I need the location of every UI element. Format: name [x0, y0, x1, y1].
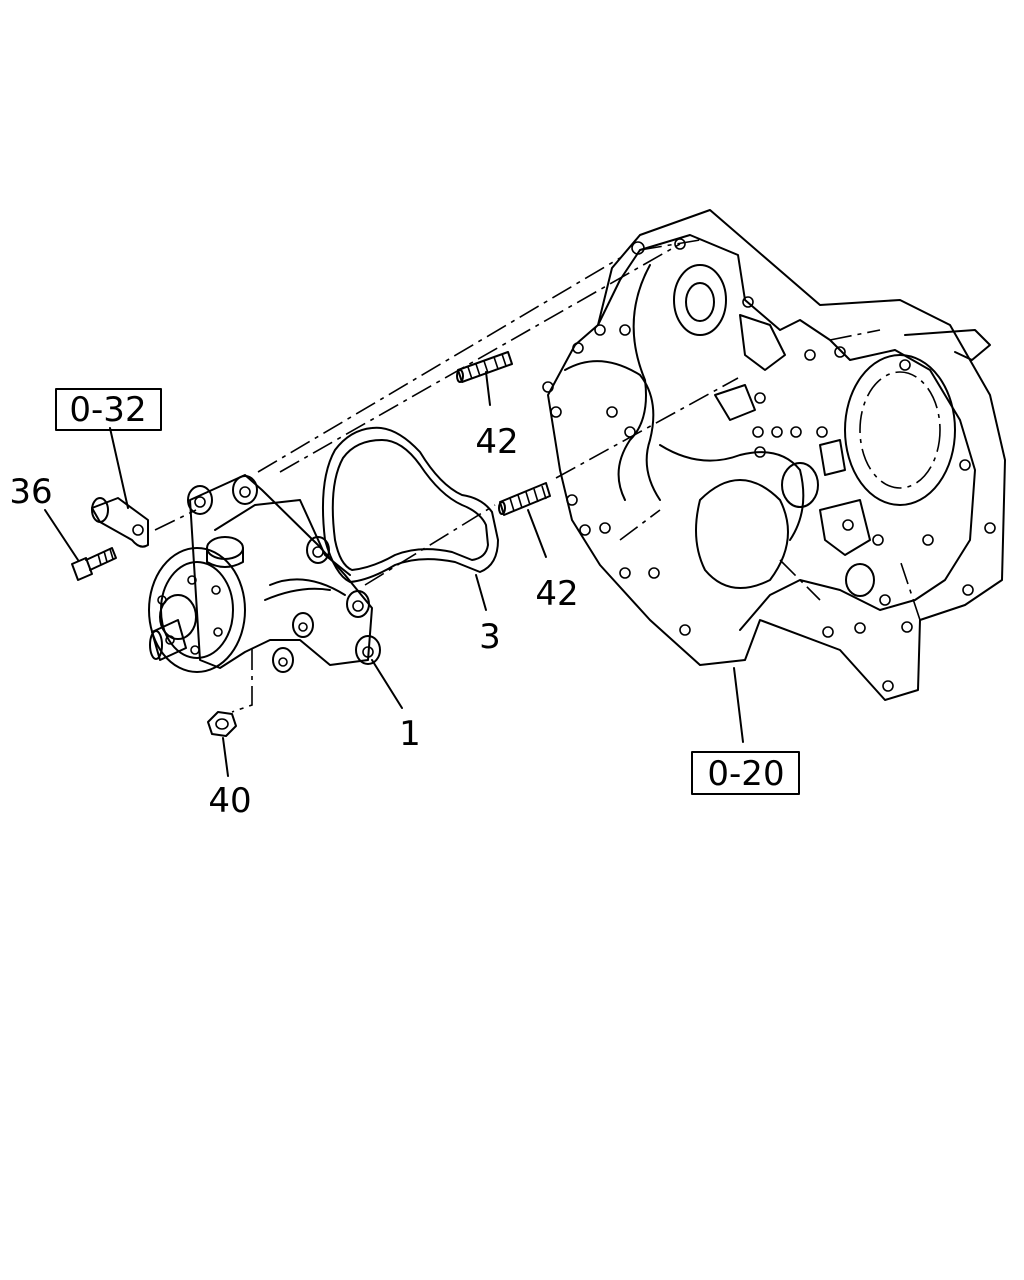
- part-42-lower-label: 42: [535, 574, 578, 614]
- bracket-part: [91, 497, 149, 548]
- water-pump: [148, 474, 381, 673]
- leader-lines: [44, 371, 744, 777]
- pump-flange-bolt-holes: [157, 575, 223, 655]
- ref-0-20-label: 0-20: [707, 754, 784, 794]
- ref-0-32-label: 0-32: [69, 390, 146, 430]
- stud-bolt-lower: [498, 482, 551, 516]
- gear-case-bolt-holes: [542, 238, 996, 692]
- alignment-lines: [154, 243, 739, 713]
- ref-0-32-box: [55, 388, 162, 431]
- bolt-36: [71, 547, 117, 581]
- nut-40: [207, 711, 237, 737]
- part-36-label: 36: [9, 472, 52, 512]
- part-40-label: 40: [208, 781, 251, 821]
- part-3-label: 3: [479, 617, 501, 657]
- pump-mounting-ears: [187, 475, 381, 673]
- part-42-upper-label: 42: [475, 422, 518, 462]
- gear-case-housing: [542, 209, 1006, 701]
- stud-bolt-upper: [456, 351, 513, 383]
- ref-0-20-box: [691, 751, 800, 795]
- part-1-label: 1: [399, 714, 421, 754]
- pump-gasket: [321, 426, 499, 583]
